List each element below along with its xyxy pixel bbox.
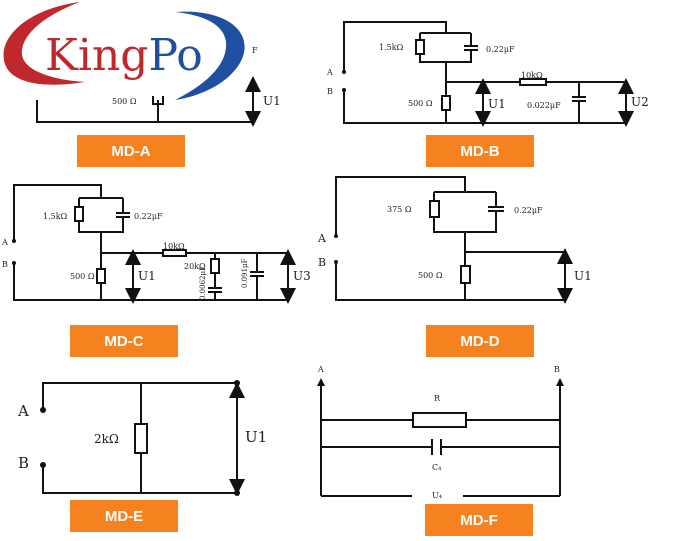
label-r1: 375 Ω [387,205,412,214]
resistor-1-5k [415,39,425,55]
label-c2: 0.0062μF [199,266,207,300]
md-e-button[interactable]: MD-E [70,500,178,532]
terminal-b: B [327,87,333,96]
label-c1: 0.22μF [486,45,515,54]
resistor-500 [441,95,451,111]
kingpo-logo: KingPo [3,2,245,101]
circuit-md-e: A B 2kΩ U1 [17,380,267,496]
circuit-md-a: 500 Ω F U1 [36,46,281,127]
label-u2: U2 [631,95,649,109]
label-r2: 500 Ω [418,271,443,280]
terminal-a: A [1,238,8,247]
md-a-button[interactable]: MD-A [77,135,185,167]
label-r3: 10kΩ [521,71,543,80]
label-c1: 0.22μF [514,206,543,215]
terminal-a: A [317,365,324,374]
label-u1: U1 [488,97,506,111]
label-r3: 10kΩ [163,242,185,251]
label-u1: U1 [245,428,267,446]
label-c1: 0.22μF [134,212,163,221]
terminal-a: A [317,232,327,245]
label-r4: 20kΩ [184,262,206,271]
terminal-b: B [2,260,8,269]
label-r2: 500 Ω [408,99,433,108]
label-u: U₄ [432,491,442,500]
resistor-label: 500 Ω [112,97,137,106]
label-r1: 2kΩ [94,432,119,446]
logo-text: KingPo [45,30,203,81]
voltage-label: U1 [263,94,281,108]
resistor-10k [519,78,547,86]
md-f-button[interactable]: MD-F [425,504,533,536]
label-u3: U3 [293,269,311,283]
terminal-a: A [326,68,333,77]
label-r: R [434,394,441,403]
label-r2: 500 Ω [70,272,95,281]
label-c3: 0.091μF [241,258,249,288]
capacitor-label-tail: F [252,46,258,55]
terminal-b: B [18,454,29,472]
label-u1: U1 [138,269,156,283]
circuit-md-c: A B 1.5kΩ 0.22μF 500 Ω 10kΩ 20kΩ 0.0062μ… [1,184,311,304]
label-c: C₄ [432,463,441,472]
label-u1: U1 [574,269,592,283]
label-r1: 1.5kΩ [43,212,68,221]
terminal-b: B [318,256,326,269]
terminal-a: A [17,402,29,420]
circuit-md-d: A B 375 Ω 0.22μF 500 Ω U1 [317,176,592,304]
md-c-button[interactable]: MD-C [70,325,178,357]
md-d-button[interactable]: MD-D [426,325,534,357]
circuit-md-b: A B 1.5kΩ 0.22μF 500 Ω 10kΩ 0.022μF U1 U… [326,21,649,127]
md-b-button[interactable]: MD-B [426,135,534,167]
terminal-b: B [554,365,560,374]
label-c2: 0.022μF [527,101,561,110]
label-r1: 1.5kΩ [379,43,404,52]
circuit-md-f: A B R C₄ U₄ [317,365,564,500]
